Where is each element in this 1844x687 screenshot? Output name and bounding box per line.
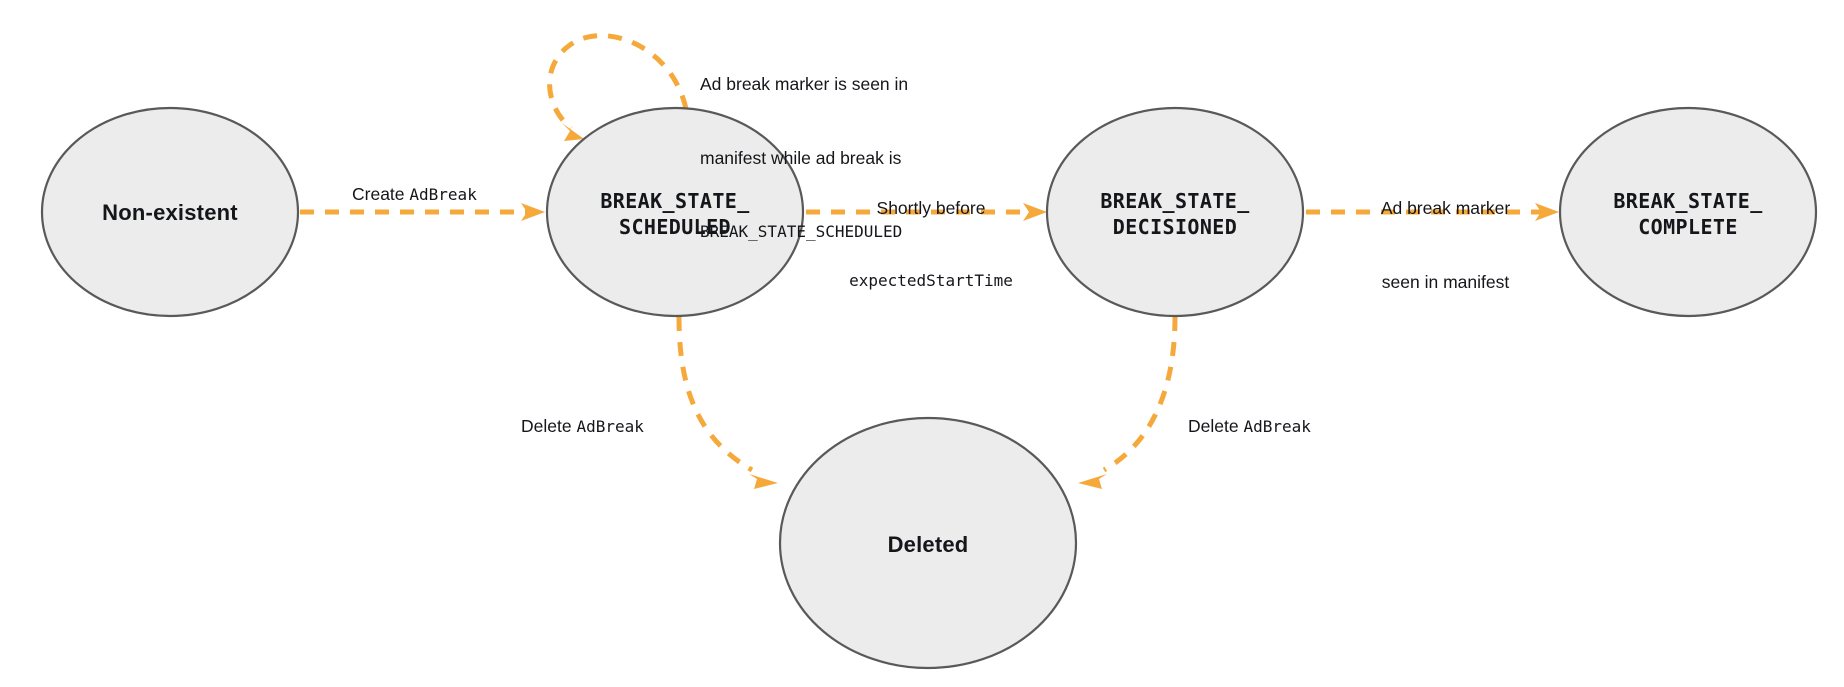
edge-scheduled-to-decisioned (806, 203, 1047, 221)
node-deleted[interactable] (778, 416, 1078, 670)
edge-self-loop-scheduled (547, 33, 689, 141)
edge-marker-seen-arrowhead (1535, 203, 1559, 221)
edge-shortly-before-arrowhead (1023, 203, 1047, 221)
edge-delete-right-arrowhead (1078, 474, 1107, 489)
edge-scheduled-to-deleted (676, 316, 778, 489)
node-break-state-complete[interactable] (1558, 106, 1818, 318)
edge-delete-right-line (1102, 316, 1178, 473)
edge-create-arrowhead (521, 203, 545, 221)
edge-create-adbreak (300, 203, 545, 221)
edge-decisioned-to-complete (1306, 203, 1559, 221)
edge-self-loop-arrowhead (562, 123, 584, 141)
edge-self-loop-line (547, 33, 689, 130)
node-break-state-decisioned[interactable] (1045, 106, 1305, 318)
edge-delete-left-arrowhead (749, 474, 778, 489)
edge-decisioned-to-deleted (1078, 316, 1178, 489)
edge-delete-left-line (676, 316, 754, 473)
node-non-existent[interactable] (40, 106, 300, 318)
node-break-state-scheduled[interactable] (545, 106, 805, 318)
